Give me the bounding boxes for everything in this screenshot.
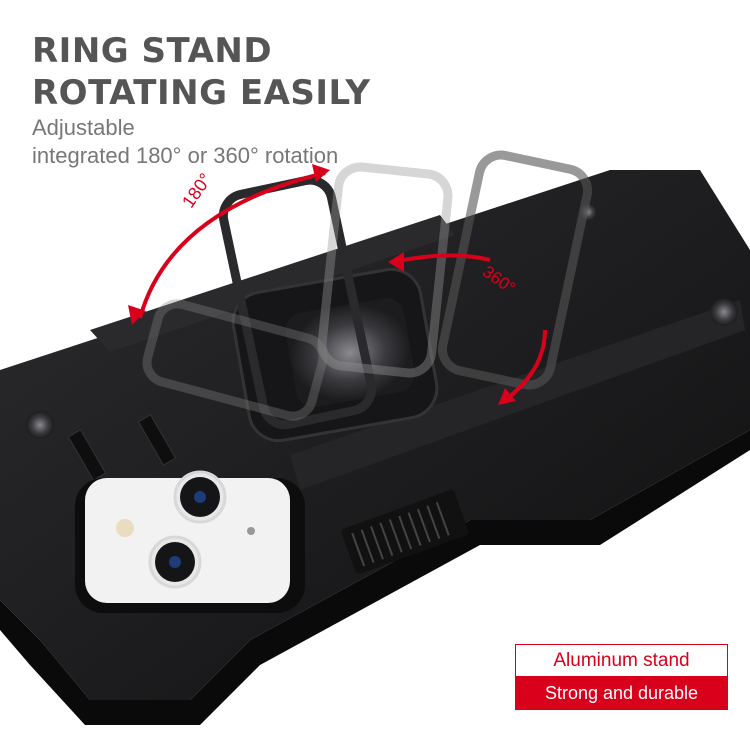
badge-top-label: Aluminum stand — [515, 644, 728, 677]
headline: RING STAND ROTATING EASILY — [32, 30, 371, 114]
headline-line-2: ROTATING EASILY — [32, 73, 371, 113]
subheading: Adjustable integrated 180° or 360° rotat… — [32, 114, 338, 170]
subheading-line-2: integrated 180° or 360° rotation — [32, 143, 339, 168]
subheading-line-1: Adjustable — [32, 115, 135, 140]
arrow-360 — [392, 253, 491, 264]
headline-line-1: RING STAND — [32, 31, 273, 71]
arrow-180 — [138, 171, 326, 319]
badge-bottom-label: Strong and durable — [515, 677, 728, 710]
feature-badge: Aluminum stand Strong and durable — [515, 644, 728, 710]
